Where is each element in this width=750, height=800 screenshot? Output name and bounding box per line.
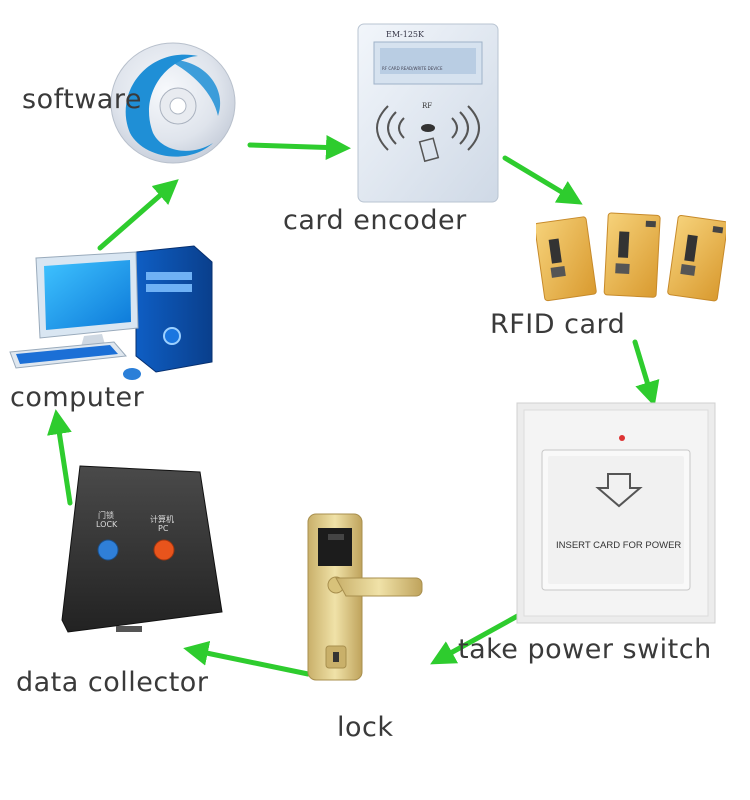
lock-label: lock <box>337 712 394 743</box>
arrow-encoder-to-card <box>502 155 583 205</box>
left-key-cn: 门锁 <box>98 511 114 520</box>
arrow-lock-to-collector <box>183 641 311 677</box>
data-collector-label: data collector <box>16 667 209 698</box>
arrow-card-to-switch <box>632 339 660 407</box>
lock-node <box>300 508 426 688</box>
right-key-cn: 计算机 <box>150 515 174 524</box>
right-key-en: PC <box>158 524 169 533</box>
software-node <box>108 38 238 168</box>
arrow-software-to-encoder <box>247 134 351 160</box>
door-lock-icon <box>307 513 423 681</box>
card-encoder-label: card encoder <box>283 205 467 236</box>
left-key-en: LOCK <box>96 520 118 529</box>
data-collector-device-icon <box>61 465 223 633</box>
encoder-rf-text: RF <box>422 102 433 110</box>
computer-label: computer <box>10 382 145 413</box>
encoder-screen-text: RF CARD READ/WRITE DEVICE <box>382 66 443 71</box>
rfid-cards-node <box>534 208 729 308</box>
computer-node <box>6 244 218 394</box>
arrow-computer-to-software <box>97 179 179 251</box>
cd-disc-icon <box>110 42 236 164</box>
power-switch-label: take power switch <box>458 634 712 665</box>
card-encoder-node: EM-125K RF CARD READ/WRITE DEVICE RF <box>356 22 500 204</box>
power-switch-node: INSERT CARD FOR POWER <box>516 402 716 624</box>
arrow-collector-to-computer <box>47 409 73 506</box>
computer-icon <box>9 245 213 380</box>
encoder-model-text: EM-125K <box>386 30 424 39</box>
rfid-card-icon <box>534 212 729 302</box>
card-encoder-device-icon <box>357 23 499 203</box>
arrow-switch-to-lock <box>430 605 535 665</box>
software-label: software <box>22 84 142 115</box>
data-collector-node: 门锁 LOCK 计算机 PC <box>60 462 224 642</box>
rfid-card-label: RFID card <box>490 309 626 340</box>
power-switch-panel-icon <box>516 402 716 624</box>
power-switch-panel-text: INSERT CARD FOR POWER <box>556 540 682 551</box>
